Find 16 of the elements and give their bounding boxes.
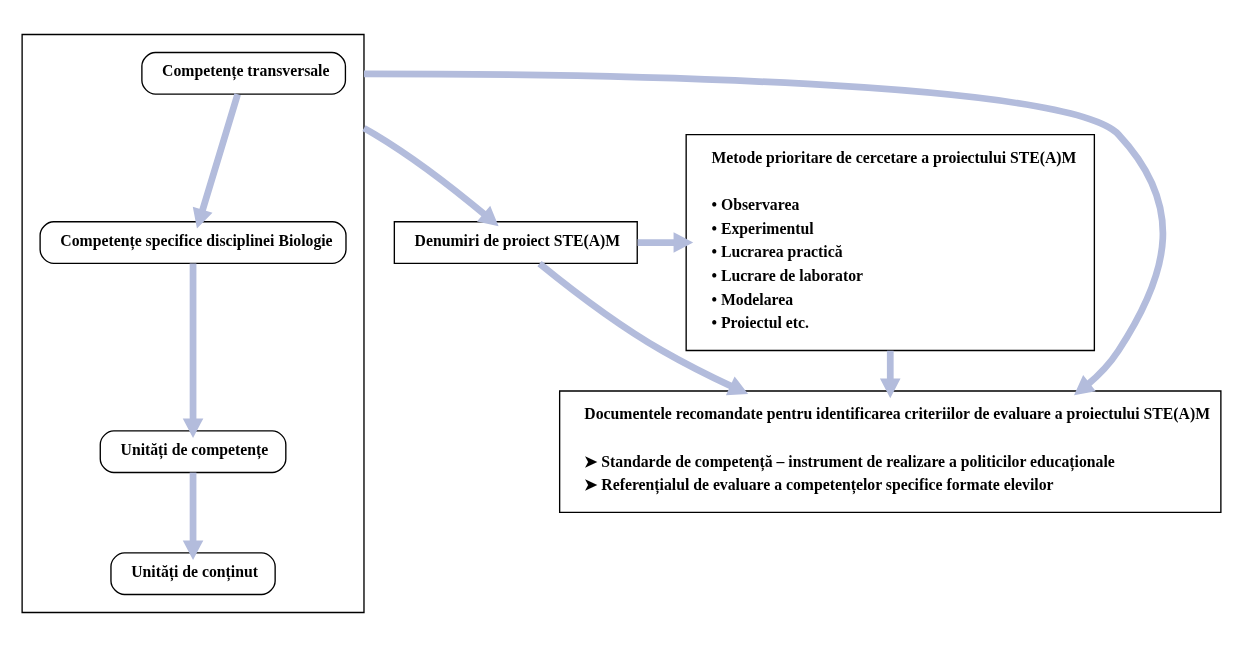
arrow bbox=[182, 472, 204, 561]
arrow bbox=[362, 125, 499, 227]
arrow bbox=[363, 70, 1166, 396]
node-box: Documentele recomandate pentru identificarea criteriilor de evaluare a proiectului STE(A)M ➤ Standarde de competență – instrument de realizare a politicilor educaționale ➤ Referențialul de evaluare a competențelor specifice formate elevilor bbox=[558, 390, 1222, 514]
node-box: Unități de competențe bbox=[99, 430, 287, 474]
node-box: Competențe specifice disciplinei Biologie bbox=[39, 221, 347, 264]
node-box: Metode prioritare de cercetare a proiectului STE(A)M • Observarea • Experimentul • Lucrarea practică • Lucrare de laborator • Modelarea • Proiectul etc. bbox=[685, 133, 1096, 352]
node-box: Unități de conținut bbox=[110, 552, 276, 596]
arrow bbox=[637, 232, 694, 253]
cluster bbox=[21, 33, 365, 614]
arrow bbox=[192, 93, 241, 229]
arrow bbox=[537, 260, 749, 396]
arrow bbox=[182, 263, 204, 439]
node-box: Competențe transversale bbox=[141, 51, 347, 95]
arrow bbox=[879, 350, 901, 399]
node-box: Denumiri de proiect STE(A)M bbox=[393, 221, 638, 264]
